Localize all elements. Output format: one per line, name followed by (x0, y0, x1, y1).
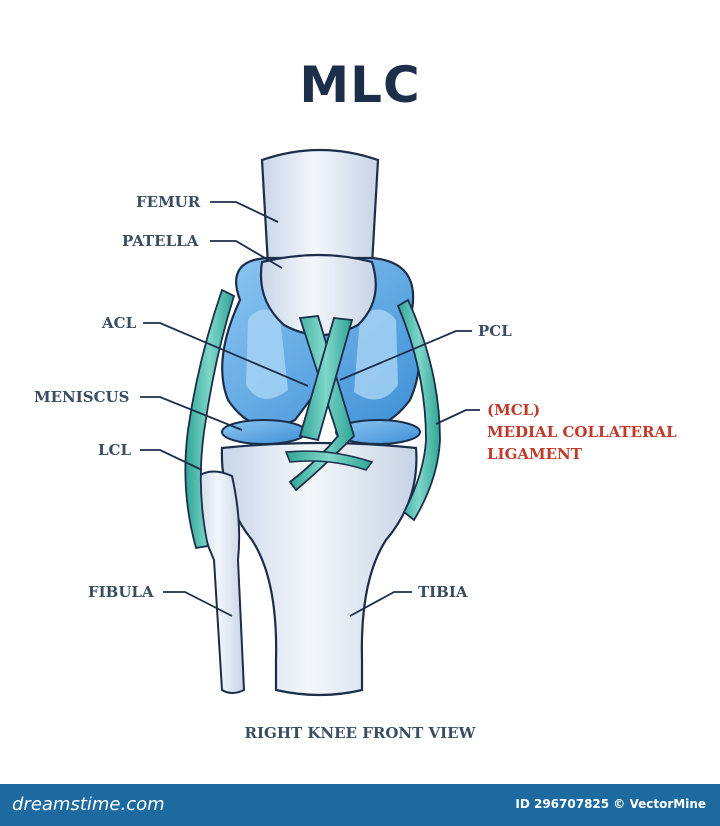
footer-image-id: ID 296707825 © VectorMine (515, 797, 706, 811)
patella-bone (259, 253, 377, 336)
acl-ligament (288, 315, 356, 492)
footer-brand[interactable]: dreamstime.com (12, 794, 165, 815)
pcl-ligament (298, 317, 354, 442)
tibia-bone (220, 441, 418, 697)
label-femur: FEMUR (136, 193, 201, 211)
label-fibula: FIBULA (88, 583, 154, 601)
diagram-title: MLC (299, 56, 421, 114)
mcl-ligament (396, 298, 441, 522)
meniscus-lateral (221, 419, 307, 445)
label-patella: PATELLA (122, 232, 199, 250)
label-tibia: TIBIA (418, 583, 468, 601)
fibula-bone (194, 470, 246, 694)
label-acl: ACL (102, 314, 137, 332)
mcl-leader (435, 409, 480, 425)
lcl-leader (140, 449, 203, 471)
fibula-leader (163, 591, 233, 617)
label-pcl: PCL (478, 322, 512, 340)
label-mcl-abbr: (MCL) (487, 401, 541, 419)
leader-lines (140, 201, 480, 617)
tibia-leader (349, 591, 412, 617)
acl-leader (143, 322, 309, 387)
footer-bar: dreamstime.com ID 296707825 © VectorMine (0, 784, 720, 826)
pcl-leader (339, 330, 472, 381)
label-mcl-line2: LIGAMENT (487, 445, 582, 463)
label-mcl-line1: MEDIAL COLLATERAL (487, 423, 677, 441)
label-meniscus: MENISCUS (34, 388, 130, 406)
lcl-ligament (184, 288, 236, 550)
femur-leader (210, 201, 279, 223)
diagram-caption: RIGHT KNEE FRONT VIEW (244, 724, 476, 742)
label-lcl: LCL (98, 441, 132, 459)
meniscus-leader (140, 396, 243, 431)
patella-leader (210, 240, 283, 269)
